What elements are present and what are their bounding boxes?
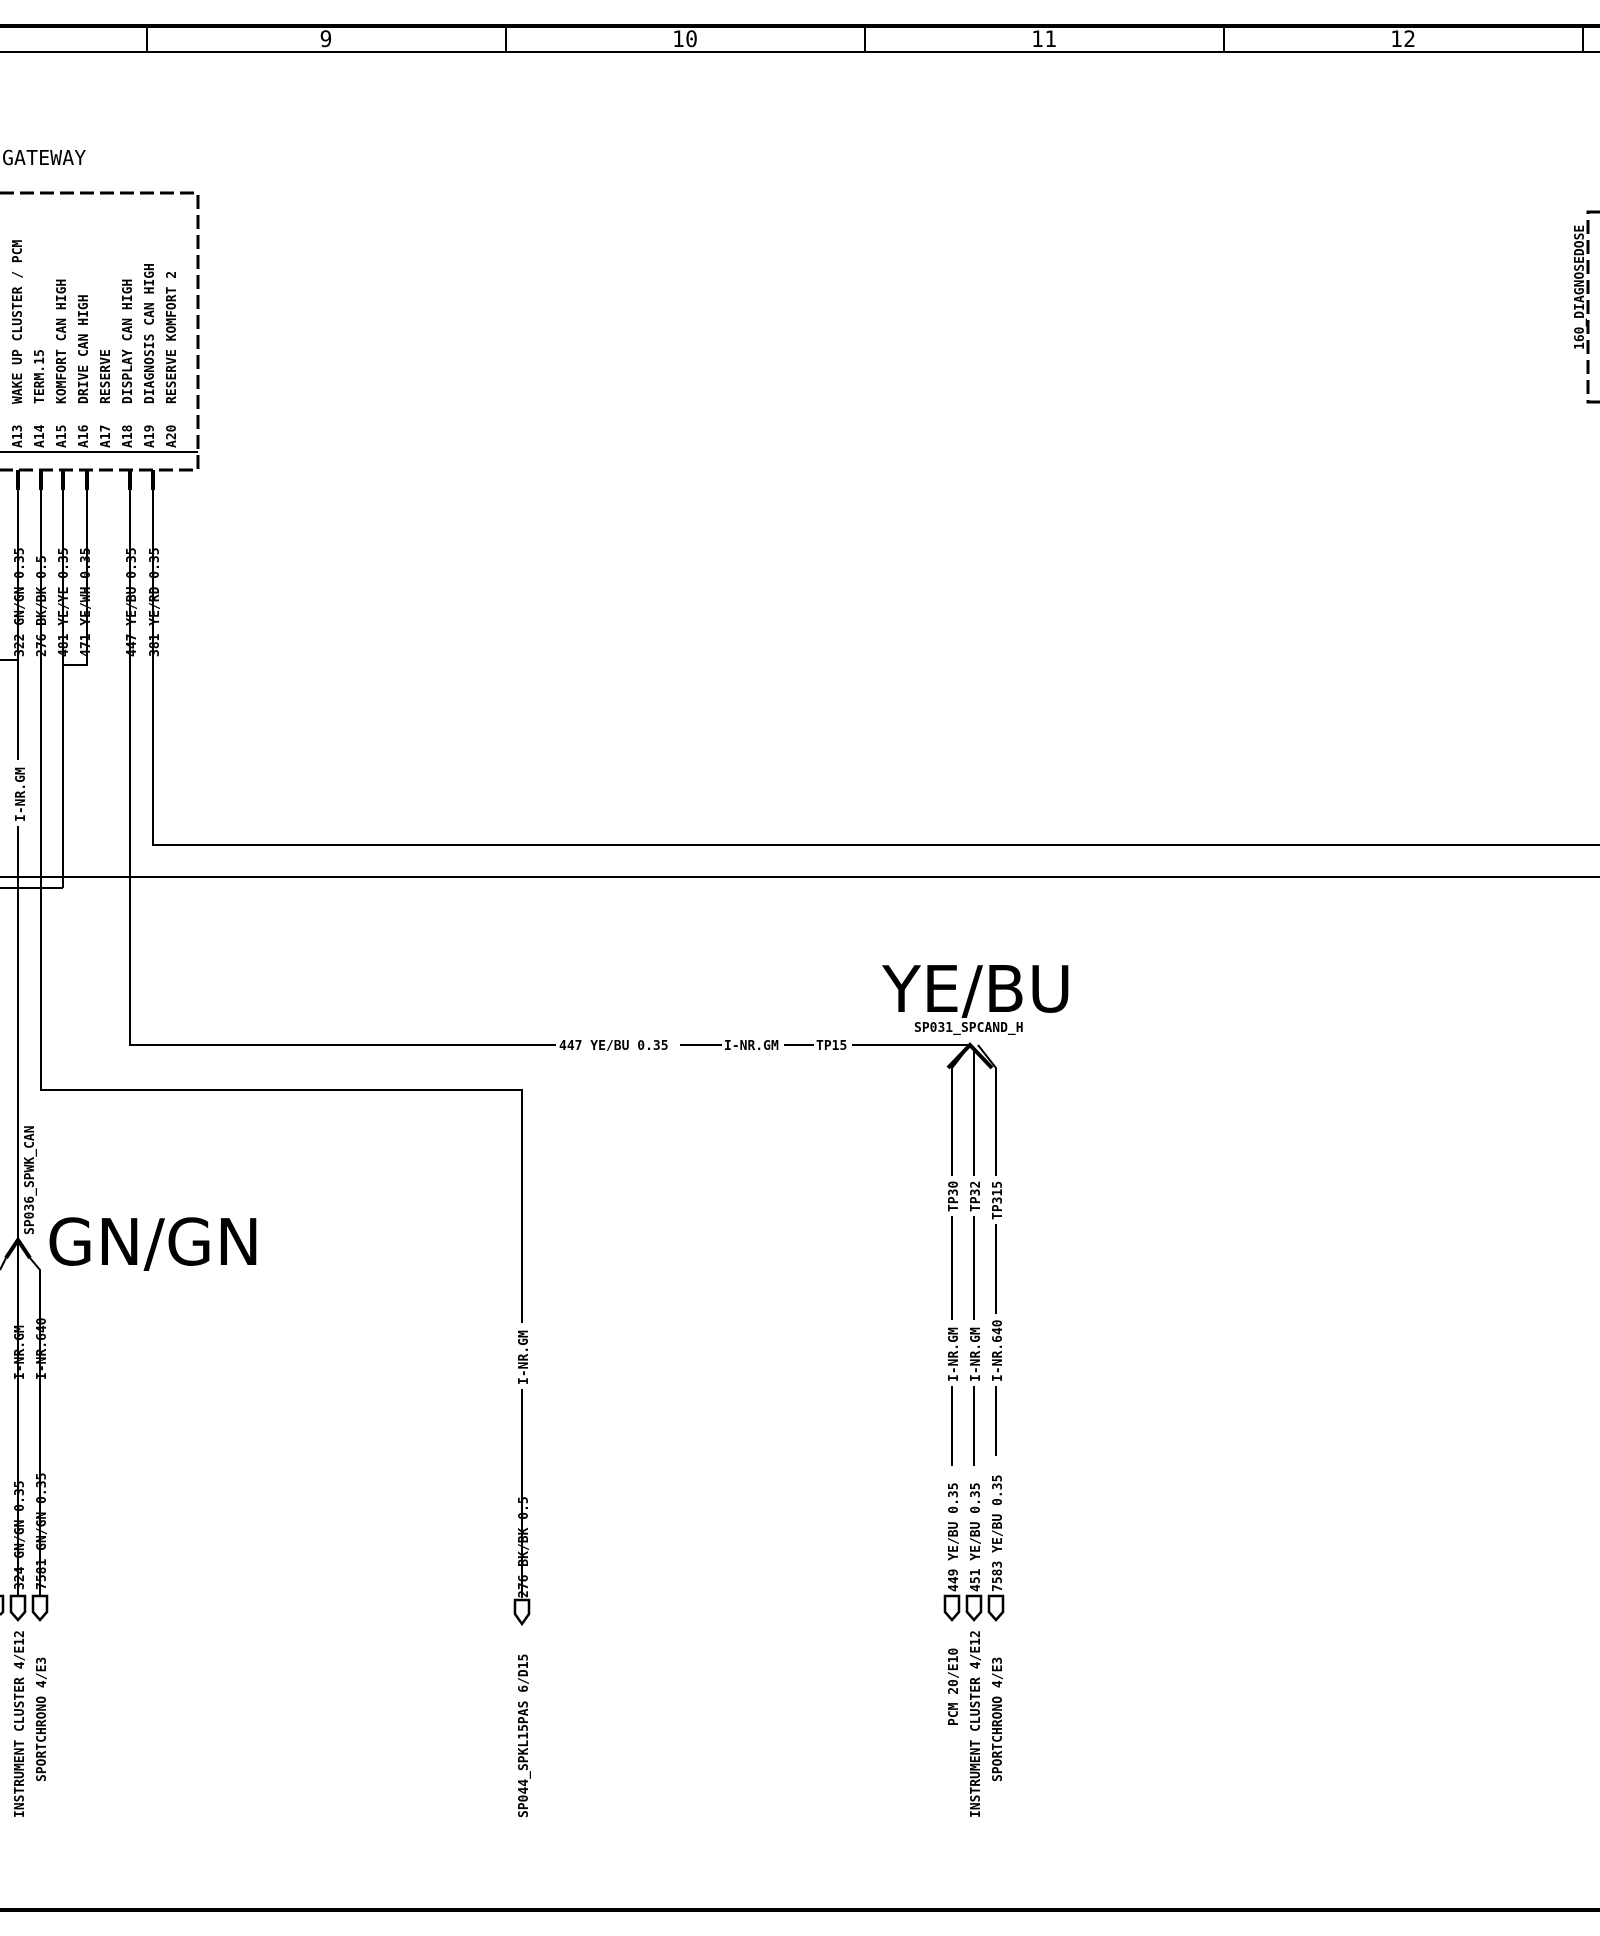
pin-a20-label: RESERVE KOMFORT 2 [165, 271, 180, 404]
splice-yebu-branch-1: I-NR.GM [947, 1327, 962, 1382]
splice-gn-dest-2: INSTRUMENT CLUSTER 4/E12 [13, 1630, 28, 1818]
splice-yebu-trunk-tp: TP15 [816, 1039, 847, 1054]
splice-yebu-dest-2: INSTRUMENT CLUSTER 4/E12 [969, 1630, 984, 1818]
splice-yebu-trunk-inr: I-NR.GM [724, 1039, 779, 1054]
pin-a18-label: DISPLAY CAN HIGH [121, 279, 136, 404]
wire-label-481: 481 YE/YE 0.35 [57, 547, 72, 657]
wire-label-276: 276 BK/BK 0.5 [35, 555, 50, 657]
splice-yebu-branch-3: I-NR.640 [991, 1319, 1006, 1382]
splice-gn-dest-3: SPORTCHRONO 4/E3 [35, 1657, 50, 1782]
splice-bk-inr: I-NR.GM [517, 1330, 532, 1385]
pin-a16: A16 [77, 424, 92, 448]
pin-stubs [16, 470, 155, 490]
gateway-title: GATEWAY [2, 146, 86, 170]
diagnosedose-connector: 160_DIAGNOSEDOSE [1573, 210, 1600, 404]
gateway-wires [0, 490, 1600, 1450]
pin-a14-label: TERM.15 [33, 349, 48, 404]
splice-gn-wire-2: 324 GN/GN 0.35 [13, 1480, 28, 1590]
splice-yebu-wire-2: 451 YE/BU 0.35 [969, 1482, 984, 1592]
column-label-10: 10 [672, 28, 699, 53]
pin-a20: A20 [165, 424, 180, 448]
gateway-box [0, 191, 200, 472]
pin-a16-label: DRIVE CAN HIGH [77, 294, 92, 404]
column-label-12: 12 [1390, 28, 1417, 53]
pin-a17: A17 [99, 425, 114, 448]
wire-label-322: 322 GN/GN 0.35 [13, 547, 28, 657]
splice-gn-wire-3: 7581 GN/GN 0.35 [35, 1473, 50, 1590]
splice-gn: GN/GN SP036_SPWK_CAN I-NR.GM I-NR.640 32… [0, 1125, 263, 1818]
pin-a19-label: DIAGNOSIS CAN HIGH [143, 263, 158, 404]
diagnosedose-label: 160_DIAGNOSEDOSE [1573, 225, 1588, 350]
splice-gn-branch-3: I-NR.640 [35, 1317, 50, 1380]
gateway-wire-labels: 322 GN/GN 0.35 276 BK/BK 0.5 481 YE/YE 0… [13, 547, 163, 657]
splice-bk: I-NR.GM 276 BK/BK 0.5 SP044_SPKL15PAS 6/… [513, 1323, 532, 1818]
splice-yebu-tp-2: TP32 [969, 1181, 984, 1212]
pin-a13: A13 [11, 425, 26, 448]
pin-a15: A15 [55, 425, 70, 448]
left-inr-label: I-NR.GM [14, 767, 29, 822]
pin-a15-label: KOMFORT CAN HIGH [55, 279, 70, 404]
gateway-pins: A13 WAKE UP CLUSTER / PCM A14 TERM.15 A1… [11, 239, 180, 448]
splice-yebu-branch-2: I-NR.GM [969, 1327, 984, 1382]
splice-yebu-tp-1: TP30 [947, 1181, 962, 1212]
splice-yebu-color: YE/BU [881, 954, 1074, 1028]
splice-yebu-name: SP031_SPCAND_H [914, 1021, 1024, 1036]
splice-yebu-trunk-wire: 447 YE/BU 0.35 [559, 1039, 669, 1054]
splice-gn-name: SP036_SPWK_CAN [23, 1125, 38, 1235]
splice-yebu-dest-1: PCM 20/E10 [947, 1648, 962, 1726]
splice-gn-color: GN/GN [46, 1207, 263, 1281]
column-label-11: 11 [1031, 28, 1058, 53]
pin-a17-label: RESERVE [99, 349, 114, 404]
splice-bk-wire: 276 BK/BK 0.5 [517, 1496, 532, 1598]
splice-yebu-tp-3: TP315 [991, 1181, 1006, 1220]
splice-yebu: YE/BU SP031_SPCAND_H 447 YE/BU 0.35 I-NR… [556, 954, 1074, 1818]
wire-label-447: 447 YE/BU 0.35 [125, 547, 140, 657]
column-header: 9 10 11 12 [0, 24, 1600, 53]
splice-bk-dest: SP044_SPKL15PAS 6/D15 [517, 1654, 532, 1818]
splice-yebu-wire-1: 449 YE/BU 0.35 [947, 1482, 962, 1592]
splice-yebu-dest-3: SPORTCHRONO 4/E3 [991, 1657, 1006, 1782]
pin-a13-label: WAKE UP CLUSTER / PCM [11, 239, 26, 404]
splice-yebu-wire-3: 7583 YE/BU 0.35 [991, 1475, 1006, 1592]
pin-a14: A14 [33, 424, 48, 448]
pin-a18: A18 [121, 424, 136, 448]
pin-a19: A19 [143, 425, 158, 448]
splice-gn-branch-2: I-NR.GM [13, 1325, 28, 1380]
wire-label-381: 381 YE/RD 0.35 [148, 547, 163, 657]
column-label-9: 9 [319, 28, 332, 53]
